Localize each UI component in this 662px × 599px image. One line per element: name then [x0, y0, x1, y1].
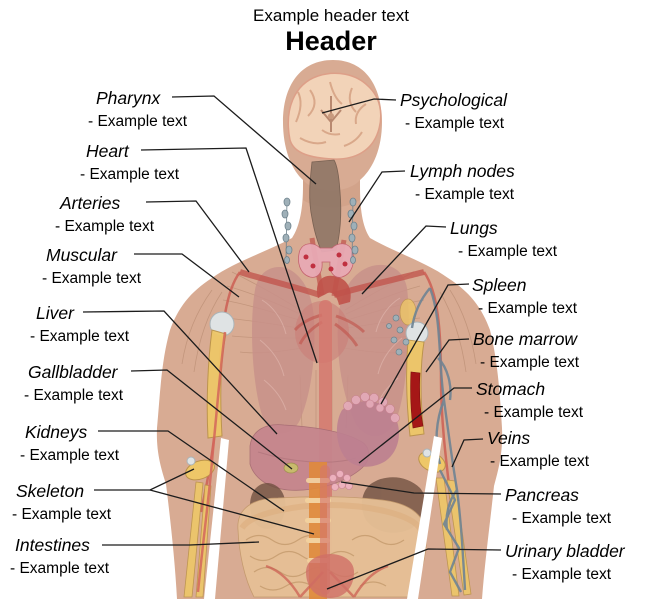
label-pharynx: Pharynx - Example text — [88, 88, 187, 132]
label-muscular: Muscular - Example text — [42, 245, 141, 289]
label-pancreas: Pancreas - Example text — [505, 485, 611, 529]
label-psychological: Psychological - Example text — [400, 90, 507, 134]
label-title: Veins — [487, 428, 531, 448]
leader-lymph-nodes — [348, 170, 406, 223]
leader-stomach — [358, 387, 472, 464]
label-title: Arteries — [60, 193, 121, 213]
label-skeleton: Skeleton - Example text — [12, 481, 111, 525]
leader-lines — [82, 95, 502, 590]
label-note: - Example text — [10, 560, 110, 577]
label-title: Lungs — [450, 218, 498, 238]
leader-lungs — [361, 225, 447, 295]
label-kidneys: Kidneys - Example text — [20, 422, 119, 466]
label-title: Gallbladder — [28, 362, 118, 382]
label-title: Bone marrow — [473, 329, 578, 349]
label-note: - Example text — [512, 510, 612, 527]
label-note: - Example text — [24, 387, 124, 404]
label-title: Intestines — [15, 535, 90, 555]
header-subtitle: Example header text — [253, 6, 409, 25]
label-title: Liver — [36, 303, 74, 323]
label-bone-marrow: Bone marrow - Example text — [473, 329, 579, 373]
label-note: - Example text — [415, 186, 515, 203]
header: Example header text Header — [0, 6, 662, 56]
label-title: Pancreas — [505, 485, 579, 505]
label-note: - Example text — [80, 166, 180, 183]
leader-pancreas — [340, 481, 502, 495]
label-title: Kidneys — [25, 422, 88, 442]
label-note: - Example text — [12, 506, 112, 523]
label-stomach: Stomach - Example text — [476, 379, 583, 423]
label-title: Lymph nodes — [410, 161, 515, 181]
brain — [287, 72, 382, 160]
label-title: Psychological — [400, 90, 507, 110]
label-title: Heart — [86, 141, 129, 161]
label-note: - Example text — [512, 566, 612, 583]
label-title: Urinary bladder — [505, 541, 625, 561]
leader-veins — [451, 438, 484, 468]
leader-spleen — [380, 283, 470, 405]
label-spleen: Spleen - Example text — [472, 275, 577, 319]
leader-gallbladder — [130, 369, 293, 470]
left-arm-bones — [183, 311, 235, 598]
urinary-bladder — [306, 554, 354, 598]
label-note: - Example text — [88, 113, 188, 130]
label-title: Spleen — [472, 275, 527, 295]
label-title: Stomach — [476, 379, 546, 399]
label-urinary-bladder: Urinary bladder - Example text — [505, 541, 625, 585]
label-note: - Example text — [20, 447, 120, 464]
leader-liver — [82, 310, 278, 435]
leader-intestines — [102, 541, 260, 546]
label-heart: Heart - Example text — [80, 141, 179, 185]
label-gallbladder: Gallbladder - Example text — [24, 362, 123, 406]
label-intestines: Intestines - Example text — [10, 535, 109, 579]
label-note: - Example text — [30, 328, 130, 345]
label-note: - Example text — [484, 404, 584, 421]
label-veins: Veins - Example text — [487, 428, 589, 472]
label-note: - Example text — [55, 218, 155, 235]
label-liver: Liver - Example text — [30, 303, 129, 347]
lymph-nodes — [281, 197, 359, 264]
label-title: Skeleton — [16, 481, 85, 501]
label-note: - Example text — [478, 300, 578, 317]
page-title: Header — [285, 26, 377, 56]
label-lymph-nodes: Lymph nodes - Example text — [410, 161, 515, 205]
leader-bone-marrow — [425, 338, 470, 373]
label-title: Pharynx — [96, 88, 161, 108]
leader-skeleton-lower — [149, 489, 315, 535]
stomach-and-spleen — [336, 392, 400, 467]
leader-muscular — [134, 253, 240, 298]
label-lungs: Lungs - Example text — [450, 218, 557, 262]
pancreas — [329, 470, 353, 491]
leader-psychological — [321, 98, 397, 114]
label-note: - Example text — [490, 453, 590, 470]
leader-urinary-bladder — [326, 548, 502, 590]
label-note: - Example text — [42, 270, 142, 287]
thyroid — [298, 243, 354, 278]
leader-heart — [140, 147, 318, 364]
label-note: - Example text — [480, 354, 580, 371]
label-title: Muscular — [46, 245, 117, 265]
label-note: - Example text — [405, 115, 505, 132]
leader-pharynx — [171, 95, 317, 185]
label-arteries: Arteries - Example text — [55, 193, 154, 237]
leader-kidneys — [98, 430, 285, 512]
label-note: - Example text — [458, 243, 558, 260]
leader-arteries — [145, 200, 250, 273]
arm-torso-gaps — [204, 436, 442, 599]
veins — [410, 287, 467, 593]
